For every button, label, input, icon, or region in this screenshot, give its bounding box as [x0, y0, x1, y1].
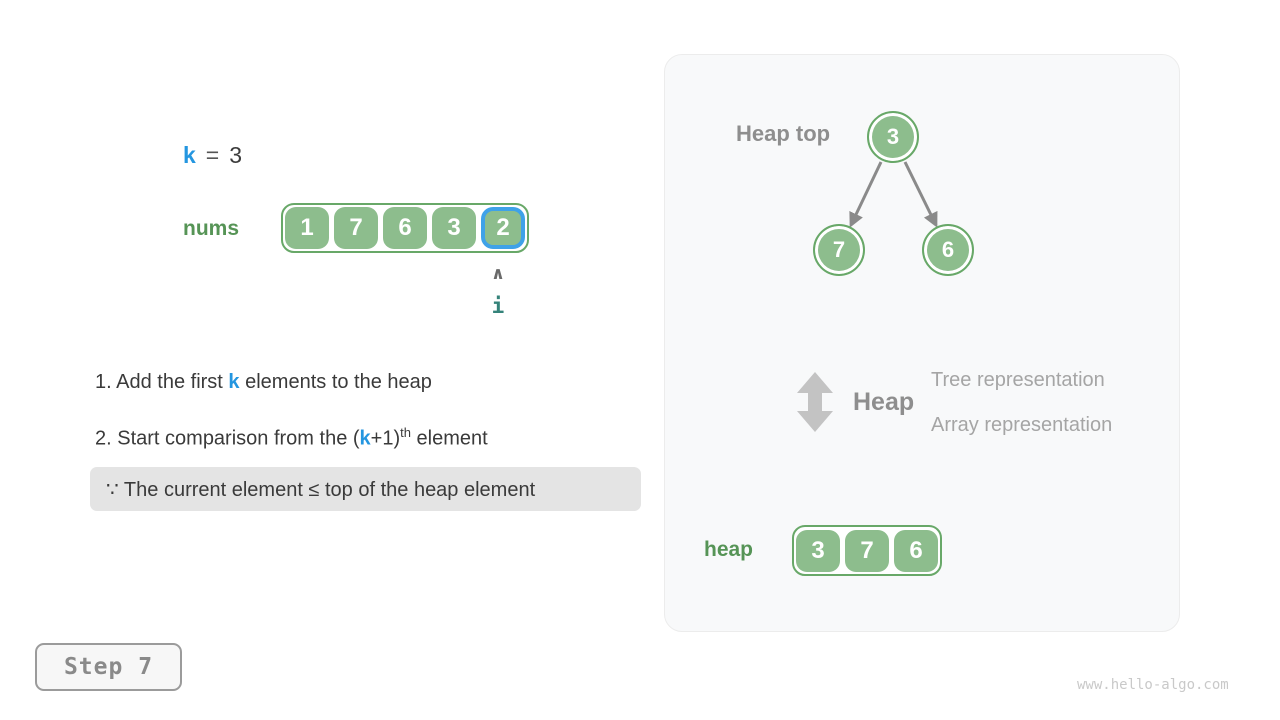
heap-array-label: heap: [704, 538, 754, 561]
line1-suffix: elements to the heap: [239, 371, 432, 393]
line2-prefix: 2. Start comparison from the (: [95, 427, 360, 450]
condition-note-text: ∵ The current element ≤ top of the heap …: [106, 478, 536, 501]
step-indicator-button[interactable]: Step 7: [35, 643, 182, 691]
nums-array-label: nums: [183, 217, 240, 240]
nums-cell-2: 6: [383, 207, 427, 249]
condition-note: ∵ The current element ≤ top of the heap …: [90, 467, 641, 511]
line2-superscript: th: [400, 425, 411, 440]
k-value: 3: [229, 142, 245, 168]
tree-node-right-child: 6: [922, 224, 974, 276]
tree-node-left-child: 7: [813, 224, 865, 276]
heap-top-label: Heap top: [736, 121, 831, 146]
line2-suffix: element: [410, 427, 488, 450]
nums-cell-3: 3: [432, 207, 476, 249]
pointer-caret-icon: ∧: [491, 264, 505, 284]
heap-word-label: Heap: [853, 388, 915, 416]
heap-array: 3 7 6: [792, 525, 942, 576]
heap-cell-0: 3: [796, 529, 840, 572]
heap-panel: Heap top 3 7 6 Heap Tree representation …: [664, 54, 1180, 632]
heap-cell-2: 6: [894, 529, 938, 572]
pointer-i-label: i: [491, 294, 505, 318]
nums-cell-0: 1: [285, 207, 329, 249]
line1-k: k: [228, 371, 240, 393]
line1-prefix: 1. Add the first: [95, 371, 229, 393]
watermark-url: www.hello-algo.com: [1077, 677, 1229, 693]
equals-sign: =: [205, 142, 222, 168]
heap-cell-1: 7: [845, 529, 889, 572]
k-variable: k: [183, 142, 198, 168]
line2-mid: +1): [370, 427, 401, 450]
instruction-line-2: 2. Start comparison from the (k+1)th ele…: [95, 425, 488, 451]
tree-node-root: 3: [867, 111, 919, 163]
line2-k: k: [359, 427, 371, 450]
tree-representation-label: Tree representation: [931, 369, 1105, 391]
k-variable-line: k = 3: [183, 142, 244, 169]
nums-cell-4-highlighted: 2: [481, 207, 525, 249]
instruction-line-1: 1. Add the first k elements to the heap: [95, 371, 432, 394]
array-representation-label: Array representation: [931, 414, 1113, 436]
up-down-arrow-icon: [797, 372, 833, 432]
nums-cell-1: 7: [334, 207, 378, 249]
nums-array: 1 7 6 3 2: [281, 203, 529, 253]
